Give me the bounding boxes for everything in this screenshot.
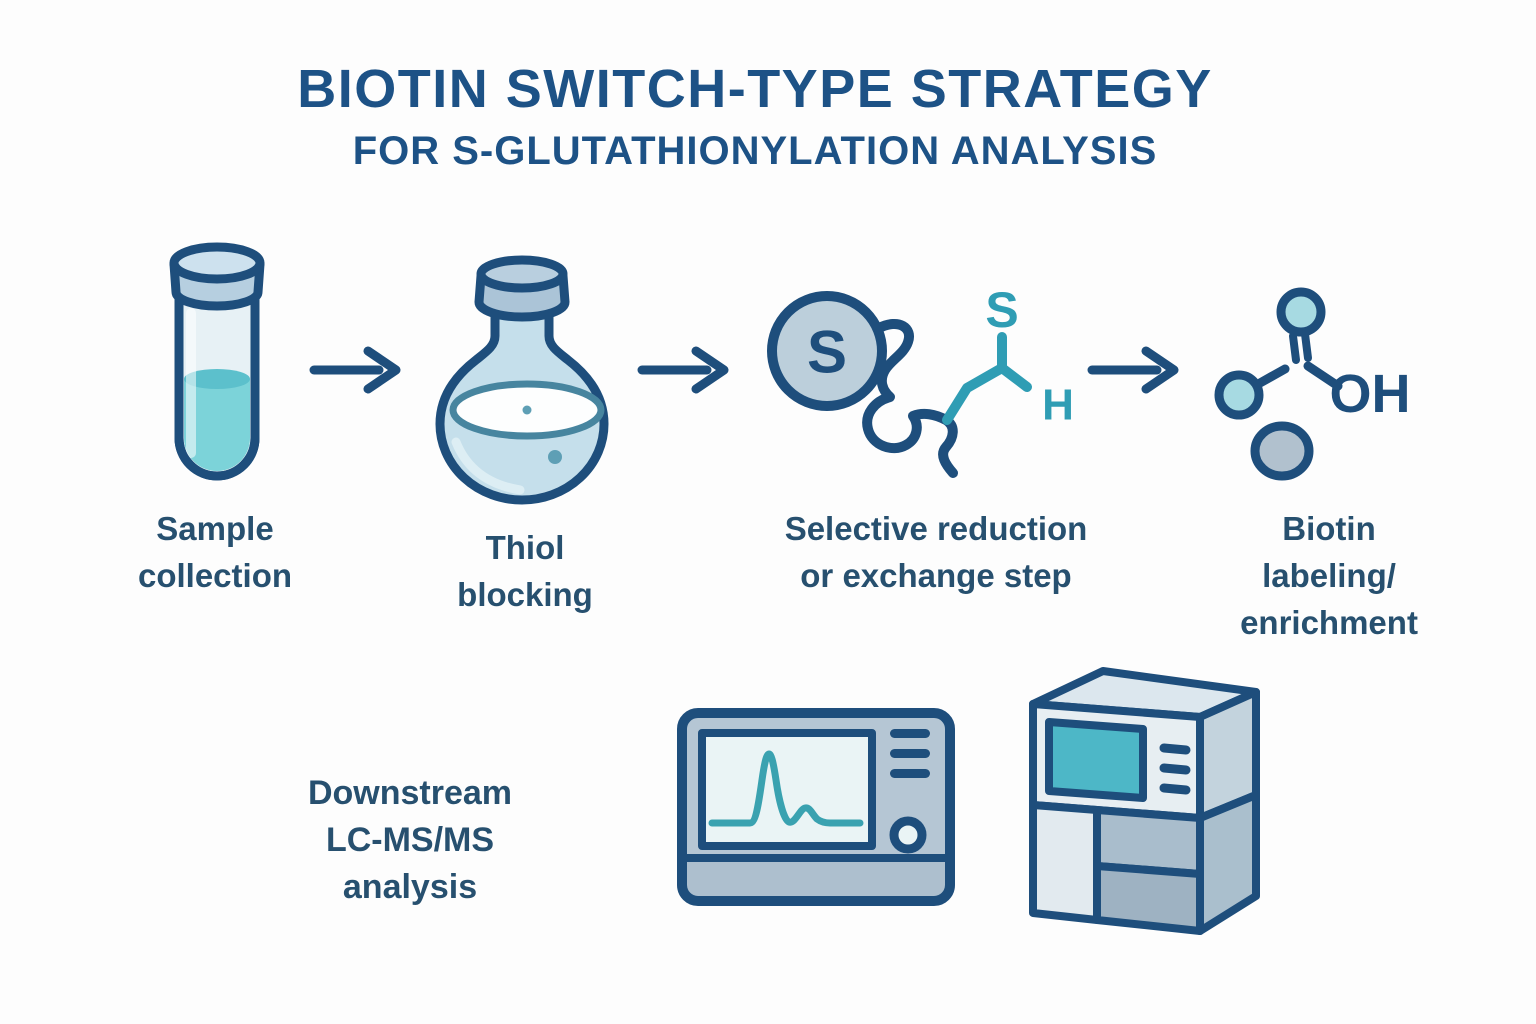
flask-dot-small: [522, 405, 532, 415]
tube-cap-top: [169, 242, 265, 284]
liquid-surface: [184, 369, 250, 389]
top-atom-circle: [1276, 287, 1326, 337]
flow-arrow-icon: [637, 346, 729, 394]
flow-arrow-icon: [1087, 346, 1179, 394]
protein-squiggle: [862, 319, 958, 478]
detector-bottom-strip: [682, 858, 950, 901]
flask-dot-large: [548, 450, 562, 464]
chromatogram-detector-icon: [677, 708, 955, 906]
detector-vent-bar: [890, 729, 930, 738]
step-label-selective-reduction: Selective reduction or exchange step: [784, 510, 1088, 594]
detector-knob: [889, 816, 927, 854]
biotin-molecule-icon: OH: [1214, 287, 1411, 481]
instrument-lower-left-panel: [1029, 801, 1101, 924]
tube-liquid: [184, 379, 250, 471]
tube-body-outline: [174, 285, 260, 481]
instrument-side-lower: [1196, 791, 1260, 935]
step-label-biotin-labeling: Biotin labeling/ enrichment: [1240, 510, 1418, 641]
chromatogram-trace: [708, 750, 864, 827]
detector-body-outline: [677, 708, 955, 906]
blocked-sulfur-label: S: [807, 319, 847, 386]
diagram-title: BIOTIN SWITCH-TYPE STRATEGY: [297, 59, 1213, 119]
left-atom-circle: [1214, 370, 1264, 420]
instrument-screen: [1045, 718, 1147, 802]
flask-bottom-highlight: [451, 437, 525, 495]
flask-icon: [435, 255, 609, 505]
diagram-subtitle: FOR S-GLUTATHIONYLATION ANALYSIS: [352, 129, 1158, 173]
instrument-lower-right-lower-panel: [1093, 862, 1204, 935]
instrument-button: [1159, 743, 1191, 755]
step-label-thiol-blocking: Thiol blocking: [457, 529, 593, 613]
flow-arrow-icon: [309, 346, 401, 394]
hydrogen-label: H: [1042, 381, 1074, 430]
hydroxyl-label: OH: [1330, 364, 1411, 424]
detector-vent-bar: [890, 769, 930, 778]
gray-atom-ellipse: [1250, 421, 1314, 481]
protein-mixed-disulfide-icon: S S H: [767, 282, 1074, 478]
blocked-sulfur-circle: [767, 291, 887, 411]
double-bond-2: [1301, 330, 1312, 362]
instrument-button: [1159, 763, 1191, 775]
left-bond: [1255, 364, 1290, 388]
thiol-bonds: [942, 332, 1032, 425]
free-sulfur-label: S: [985, 282, 1018, 338]
test-tube-icon: [169, 242, 265, 481]
right-bond: [1303, 361, 1343, 391]
downstream-analysis-label: Downstream LC-MS/MS analysis: [307, 774, 513, 906]
lc-ms-instrument-icon: [1029, 667, 1260, 935]
detector-vent-bar: [890, 749, 930, 758]
tube-highlight: [186, 308, 196, 458]
detector-screen: [698, 729, 876, 850]
flask-stopper-top: [476, 255, 568, 293]
instrument-button: [1159, 783, 1191, 795]
step-label-sample-collection: Sample collection: [137, 510, 293, 594]
double-bond-1: [1289, 332, 1300, 364]
